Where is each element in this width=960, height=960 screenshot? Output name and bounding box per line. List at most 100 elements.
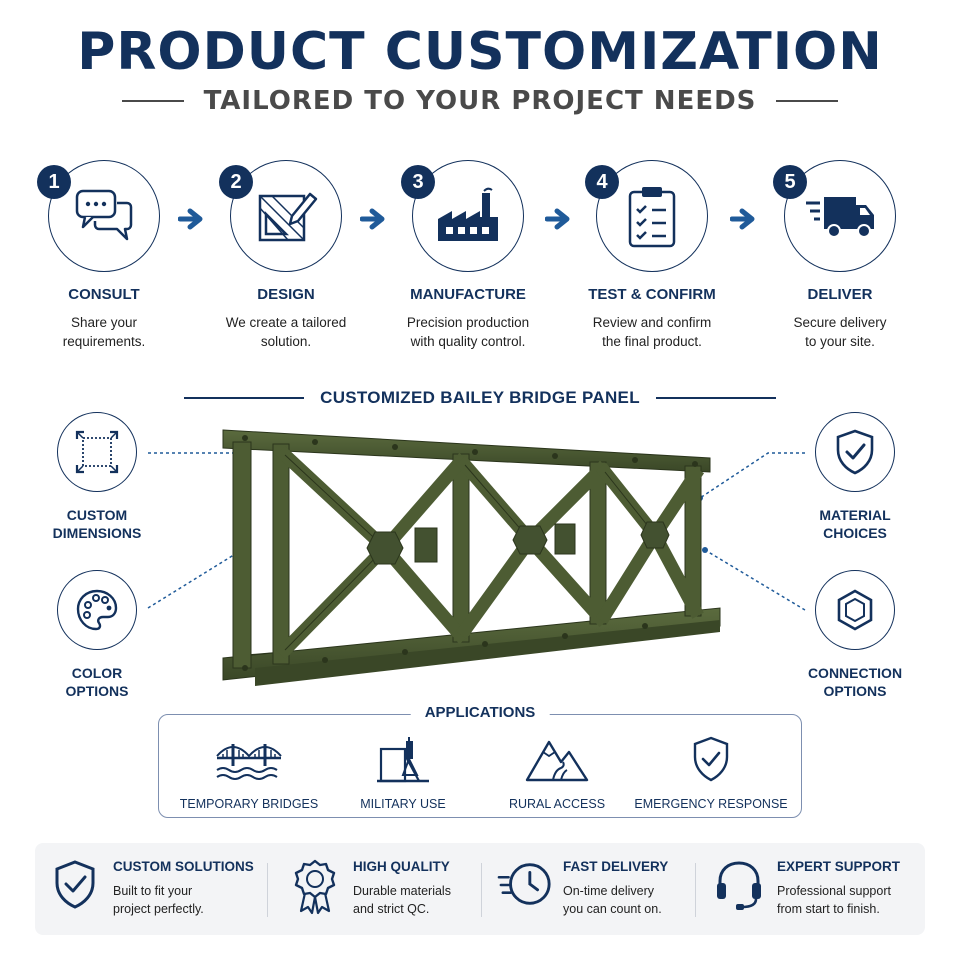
benefit-custom-solutions: CUSTOM SOLUTIONS Built to fit your proje…: [47, 859, 254, 923]
benefit-description-line: from start to finish.: [777, 902, 880, 916]
step-manufacture: 3 MANUFACTURE Precision production with …: [378, 160, 558, 351]
step-icon-circle: 4: [585, 160, 708, 272]
bailey-bridge-panel-image: [222, 429, 721, 686]
application-label: RURAL ACCESS: [508, 797, 606, 811]
step-deliver: 5 DELIVER Secure delivery to your site.: [750, 160, 930, 351]
feature-label-line: CHOICES: [823, 525, 887, 541]
step-design: 2 DESIGN We create a tailored solution.: [196, 160, 376, 351]
step-icon-circle: 3: [401, 160, 524, 272]
bridge-icon: [216, 744, 282, 780]
page-title: PRODUCT CUSTOMIZATION: [77, 22, 883, 82]
blueprint-pencil-icon: [258, 192, 318, 242]
feature-icon-circle: [815, 570, 895, 650]
benefit-title: FAST DELIVERY: [563, 859, 669, 874]
feature-icon-circle: [57, 412, 137, 492]
step-description: Review and confirm the final product.: [562, 313, 742, 351]
applications-panel: APPLICATIONS TEMPORARY BRIDGES MIL: [158, 704, 802, 818]
feature-label-line: CUSTOM: [66, 507, 128, 523]
page-subtitle: TAILORED TO YOUR PROJECT NEEDS: [203, 86, 757, 116]
applications-title: APPLICATIONS: [410, 704, 550, 721]
step-description-line: Secure delivery: [793, 315, 887, 330]
feature-label-line: CONNECTION: [807, 665, 903, 681]
benefit-description: Professional support from start to finis…: [777, 882, 900, 918]
divider-line: [184, 397, 305, 399]
feature-icon-circle: [57, 570, 137, 650]
step-test-confirm: 4 TEST & CONFIRM Review and confirm the …: [562, 160, 742, 351]
benefit-description-line: Professional support: [777, 884, 891, 898]
benefit-high-quality: HIGH QUALITY Durable materials and stric…: [287, 859, 451, 923]
step-description-line: to your site.: [805, 334, 875, 349]
feature-material-choices: MATERIAL CHOICES: [780, 412, 930, 542]
benefit-description-line: Durable materials: [353, 884, 451, 898]
headset-icon: [717, 861, 761, 910]
step-description-line: the final product.: [602, 334, 702, 349]
shield-check-icon: [693, 736, 729, 782]
application-temporary-bridges: TEMPORARY BRIDGES: [169, 735, 329, 811]
benefit-title: CUSTOM SOLUTIONS: [113, 859, 254, 874]
step-number-badge: 1: [37, 165, 71, 199]
step-description: We create a tailored solution.: [196, 313, 376, 351]
step-description: Secure delivery to your site.: [750, 313, 930, 351]
arrow-right-icon: [730, 208, 755, 230]
step-description-line: We create a tailored: [225, 315, 347, 330]
feature-label: MATERIAL CHOICES: [780, 506, 930, 542]
step-description: Share your requirements.: [14, 313, 194, 351]
separator: [267, 863, 268, 917]
clipboard-checklist-icon: [628, 187, 676, 248]
step-description-line: Review and confirm: [592, 315, 712, 330]
step-icon-circle: 5: [773, 160, 896, 272]
military-icon: [377, 737, 429, 783]
separator: [695, 863, 696, 917]
mountain-road-icon: [525, 740, 589, 782]
truck-icon: [806, 197, 874, 238]
application-rural-access: RURAL ACCESS: [477, 735, 637, 811]
benefit-description: Built to fit your project perfectly.: [113, 882, 254, 918]
feature-icon-circle: [815, 412, 895, 492]
divider-line: [776, 100, 839, 102]
feature-label: COLOR OPTIONS: [22, 664, 172, 700]
benefit-description-line: On-time delivery: [563, 884, 654, 898]
dimensions-icon: [75, 430, 119, 474]
award-ribbon-icon: [294, 859, 336, 915]
section-heading-row: CUSTOMIZED BAILEY BRIDGE PANEL: [0, 388, 960, 408]
application-label: EMERGENCY RESPONSE: [634, 797, 788, 811]
feature-label-line: MATERIAL: [819, 507, 891, 523]
hex-nut-icon: [837, 589, 873, 631]
divider-line: [121, 100, 184, 102]
feature-label-line: DIMENSIONS: [52, 525, 142, 541]
palette-icon: [76, 589, 118, 631]
benefit-description: Durable materials and strict QC.: [353, 882, 451, 918]
feature-label: CUSTOM DIMENSIONS: [22, 506, 172, 542]
application-military-use: MILITARY USE: [323, 735, 483, 811]
step-label: TEST & CONFIRM: [588, 286, 716, 303]
fast-clock-icon: [497, 863, 551, 905]
feature-label-line: OPTIONS: [65, 683, 129, 699]
feature-label-line: OPTIONS: [823, 683, 887, 699]
step-description-line: with quality control.: [410, 334, 526, 349]
application-label: MILITARY USE: [360, 797, 446, 811]
step-label: DESIGN: [257, 286, 315, 303]
step-description: Precision production with quality contro…: [378, 313, 558, 351]
feature-color-options: COLOR OPTIONS: [22, 570, 172, 700]
benefit-title: HIGH QUALITY: [353, 859, 450, 874]
benefit-description-line: project perfectly.: [113, 902, 204, 916]
subtitle-row: TAILORED TO YOUR PROJECT NEEDS: [0, 86, 960, 116]
benefit-description-line: you can count on.: [563, 902, 662, 916]
step-label: CONSULT: [68, 286, 140, 303]
shield-check-icon: [55, 860, 95, 909]
feature-label: CONNECTION OPTIONS: [780, 664, 930, 700]
arrow-right-icon: [178, 208, 203, 230]
benefit-fast-delivery: FAST DELIVERY On-time delivery you can c…: [497, 859, 668, 923]
step-number-badge: 3: [401, 165, 435, 199]
step-description-line: requirements.: [62, 334, 146, 349]
step-icon-circle: 2: [219, 160, 342, 272]
benefit-description: On-time delivery you can count on.: [563, 882, 668, 918]
arrow-right-icon: [360, 208, 385, 230]
section-title: CUSTOMIZED BAILEY BRIDGE PANEL: [320, 388, 640, 407]
step-number-badge: 4: [585, 165, 619, 199]
arrow-right-icon: [545, 208, 570, 230]
factory-icon: [438, 187, 498, 241]
separator: [481, 863, 482, 917]
benefits-bar: CUSTOM SOLUTIONS Built to fit your proje…: [35, 843, 925, 935]
benefit-description-line: and strict QC.: [353, 902, 430, 916]
